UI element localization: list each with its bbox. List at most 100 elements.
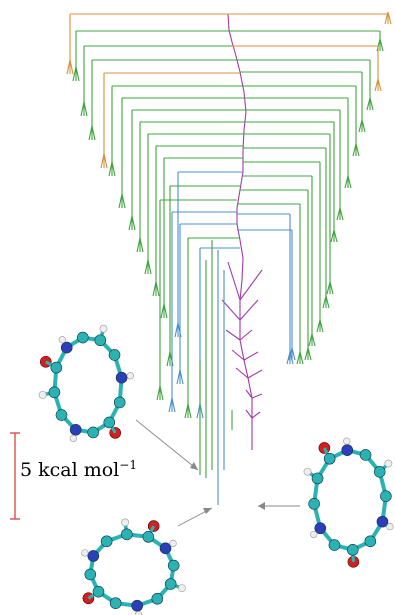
right-branch-fork bbox=[288, 347, 293, 361]
left-branch-fork bbox=[66, 59, 71, 75]
left-branch-fork bbox=[168, 397, 173, 413]
left-branch-fork bbox=[139, 237, 144, 253]
arrow-head bbox=[258, 502, 265, 510]
energy-scale-label: 5 kcal mol−1 bbox=[20, 458, 137, 481]
carbon-atom bbox=[113, 396, 126, 409]
purple-subbranch bbox=[225, 329, 241, 341]
energy-scale-bar bbox=[10, 432, 20, 520]
right-branch-fork bbox=[322, 295, 327, 309]
carbon-atom bbox=[346, 544, 359, 556]
carbon-atom bbox=[108, 349, 121, 361]
carbon-atom bbox=[121, 528, 133, 541]
arrow-head bbox=[190, 462, 198, 470]
hydrogen-atom bbox=[38, 390, 47, 399]
carbon-atom bbox=[359, 449, 372, 461]
right-branch-fork bbox=[387, 11, 392, 25]
carbon-atom bbox=[103, 416, 116, 429]
left-branch-fork bbox=[136, 237, 141, 253]
left-branch-fork bbox=[69, 59, 74, 75]
carbon-atom bbox=[87, 426, 99, 439]
left-branch-fork bbox=[163, 303, 168, 319]
left-branch-fork bbox=[176, 369, 181, 385]
left-branch-fork bbox=[144, 259, 149, 275]
right-branch-fork bbox=[374, 78, 379, 92]
left-branch-fork bbox=[147, 259, 152, 275]
carbon-atom bbox=[94, 334, 107, 347]
left-branch-fork bbox=[174, 322, 179, 338]
carbon-atom bbox=[151, 592, 164, 605]
scale-label-exponent: −1 bbox=[119, 458, 137, 472]
right-branch-fork bbox=[339, 207, 344, 221]
carbon-atom bbox=[142, 531, 155, 543]
nitrogen-atom bbox=[115, 371, 128, 384]
carbon-atom bbox=[364, 535, 377, 548]
nitrogen-atom bbox=[314, 522, 327, 535]
right-branch-fork bbox=[291, 347, 296, 361]
left-branch-fork bbox=[131, 215, 136, 231]
hydrogen-atom bbox=[69, 434, 77, 443]
left-branch-fork bbox=[152, 281, 157, 297]
nitrogen-atom bbox=[341, 444, 354, 456]
right-branch-fork bbox=[326, 281, 331, 295]
left-branch-fork bbox=[121, 193, 126, 209]
left-branch-fork bbox=[156, 385, 161, 401]
purple-subbranch bbox=[247, 369, 263, 379]
hydrogen-atom bbox=[384, 459, 393, 468]
carbon-atom bbox=[167, 559, 180, 572]
nitrogen-atom bbox=[376, 515, 389, 528]
carbon-atom bbox=[109, 597, 122, 609]
carbon-atom bbox=[92, 585, 105, 598]
purple-subbranch bbox=[231, 349, 245, 361]
right-branch-fork bbox=[307, 347, 312, 361]
hydrogen-atom bbox=[169, 539, 177, 548]
left-branch-fork bbox=[111, 161, 116, 177]
nitrogen-atom bbox=[159, 542, 172, 555]
carbon-atom bbox=[308, 498, 320, 510]
purple-subbranch bbox=[245, 409, 253, 419]
hydrogen-atom bbox=[81, 549, 89, 557]
purple-subbranch bbox=[239, 329, 253, 341]
carbon-atom bbox=[77, 331, 89, 344]
right-branch-fork bbox=[286, 351, 291, 365]
right-branch-fork bbox=[311, 333, 316, 347]
left-branch-fork bbox=[108, 161, 113, 177]
hydrogen-atom bbox=[343, 437, 351, 445]
tree-branches bbox=[66, 11, 392, 505]
left-branch-fork bbox=[88, 125, 93, 141]
left-branch-fork bbox=[159, 385, 164, 401]
purple-subbranch bbox=[227, 261, 241, 301]
right-branch-fork bbox=[325, 295, 330, 309]
purple-subbranch bbox=[239, 339, 245, 361]
arrow-head bbox=[203, 508, 212, 514]
left-branch-fork bbox=[100, 153, 105, 169]
left-branch-fork bbox=[160, 303, 165, 319]
purple-subbranch bbox=[243, 351, 259, 361]
arrow-upper-left bbox=[135, 419, 199, 471]
spine-branch bbox=[227, 13, 247, 301]
purple-subbranch bbox=[239, 299, 259, 321]
hydrogen-atom bbox=[310, 530, 318, 539]
molecule-structures bbox=[38, 324, 394, 615]
left-branch-fork bbox=[184, 403, 189, 419]
purple-subbranch bbox=[239, 269, 263, 301]
right-branch-fork bbox=[316, 319, 321, 333]
left-branch-fork bbox=[91, 125, 96, 141]
hydrogen-atom bbox=[58, 336, 66, 344]
nitrogen-atom bbox=[60, 341, 73, 354]
carbon-atom bbox=[50, 361, 63, 374]
carbon-atom bbox=[328, 539, 341, 551]
carbon-atom bbox=[164, 578, 177, 590]
right-branch-fork bbox=[361, 119, 366, 133]
purple-subbranch bbox=[245, 389, 253, 399]
purple-subbranch bbox=[251, 393, 263, 399]
purple-subbranch bbox=[251, 411, 261, 419]
left-branch-fork bbox=[187, 403, 192, 419]
purple-subbranch bbox=[247, 377, 253, 399]
left-branch-fork bbox=[80, 101, 85, 117]
hydrogen-atom bbox=[121, 518, 130, 527]
right-branch-fork bbox=[369, 97, 374, 111]
right-branch-fork bbox=[355, 143, 360, 157]
right-branch-fork bbox=[379, 38, 384, 52]
right-branch-fork bbox=[319, 319, 324, 333]
